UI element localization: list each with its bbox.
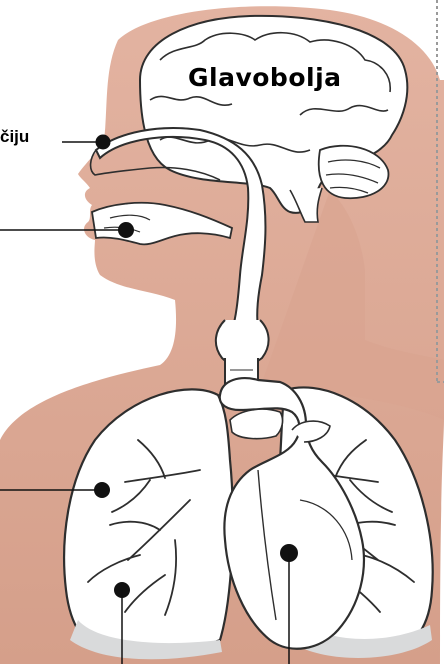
- pointer-dot-mouth: [118, 222, 134, 238]
- pointer-dot-nose: [96, 135, 111, 150]
- brain-label: Glavobolja: [188, 63, 342, 92]
- pointer-dot-left-lung: [94, 482, 110, 498]
- nose-label-fragment: čiju: [0, 128, 29, 145]
